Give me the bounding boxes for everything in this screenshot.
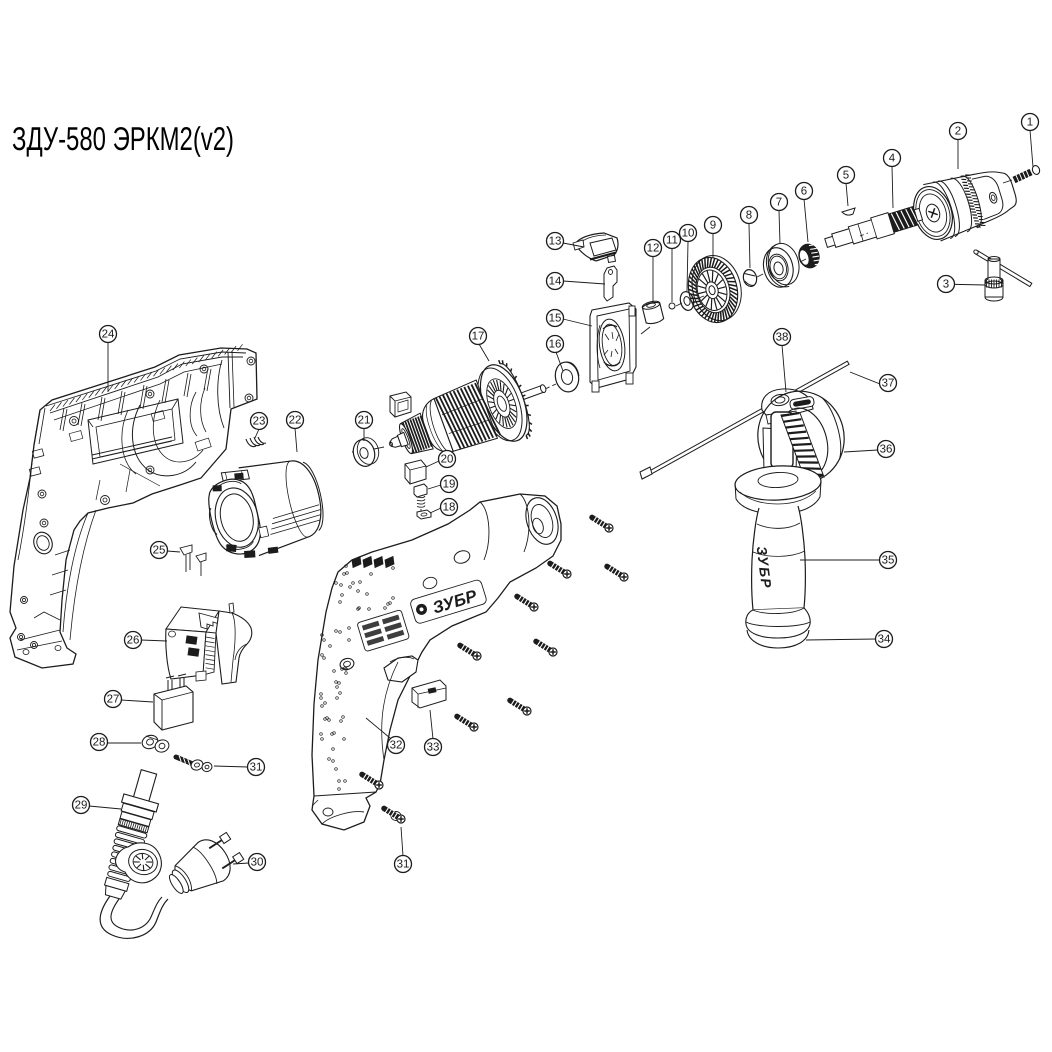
- svg-text:21: 21: [358, 415, 371, 427]
- svg-text:31: 31: [250, 762, 263, 774]
- svg-text:6: 6: [801, 186, 807, 198]
- svg-text:15: 15: [549, 313, 562, 325]
- svg-text:32: 32: [390, 740, 403, 752]
- svg-text:4: 4: [889, 153, 896, 165]
- svg-text:13: 13: [549, 236, 562, 248]
- svg-text:ЗУБР: ЗУБР: [754, 545, 775, 590]
- svg-text:23: 23: [253, 416, 266, 428]
- svg-text:18: 18: [443, 502, 456, 514]
- svg-text:19: 19: [443, 479, 456, 491]
- svg-text:ЗДУ-580 ЭРКМ2(v2): ЗДУ-580 ЭРКМ2(v2): [12, 120, 234, 157]
- svg-text:17: 17: [472, 331, 485, 343]
- svg-text:35: 35: [882, 555, 895, 567]
- svg-text:33: 33: [427, 742, 440, 754]
- svg-text:37: 37: [882, 378, 895, 390]
- svg-text:5: 5: [843, 170, 849, 182]
- svg-text:3: 3: [943, 279, 949, 291]
- svg-text:12: 12: [647, 243, 660, 255]
- svg-text:27: 27: [107, 694, 120, 706]
- svg-text:34: 34: [878, 634, 891, 646]
- svg-text:22: 22: [289, 415, 302, 427]
- svg-text:16: 16: [549, 339, 562, 351]
- svg-text:36: 36: [880, 444, 893, 456]
- svg-text:11: 11: [666, 235, 678, 247]
- svg-text:38: 38: [776, 332, 789, 344]
- svg-text:14: 14: [549, 276, 562, 288]
- svg-text:30: 30: [251, 857, 264, 869]
- svg-text:10: 10: [682, 228, 695, 240]
- svg-text:29: 29: [75, 800, 88, 812]
- svg-text:24: 24: [102, 329, 115, 341]
- svg-text:26: 26: [127, 635, 140, 647]
- svg-text:7: 7: [776, 197, 782, 209]
- svg-text:31: 31: [397, 859, 410, 871]
- svg-text:2: 2: [955, 126, 961, 138]
- svg-text:25: 25: [153, 545, 166, 557]
- svg-text:9: 9: [710, 220, 716, 232]
- svg-text:20: 20: [441, 454, 454, 466]
- svg-text:1: 1: [1027, 117, 1033, 129]
- svg-text:8: 8: [746, 210, 752, 222]
- svg-text:28: 28: [93, 737, 106, 749]
